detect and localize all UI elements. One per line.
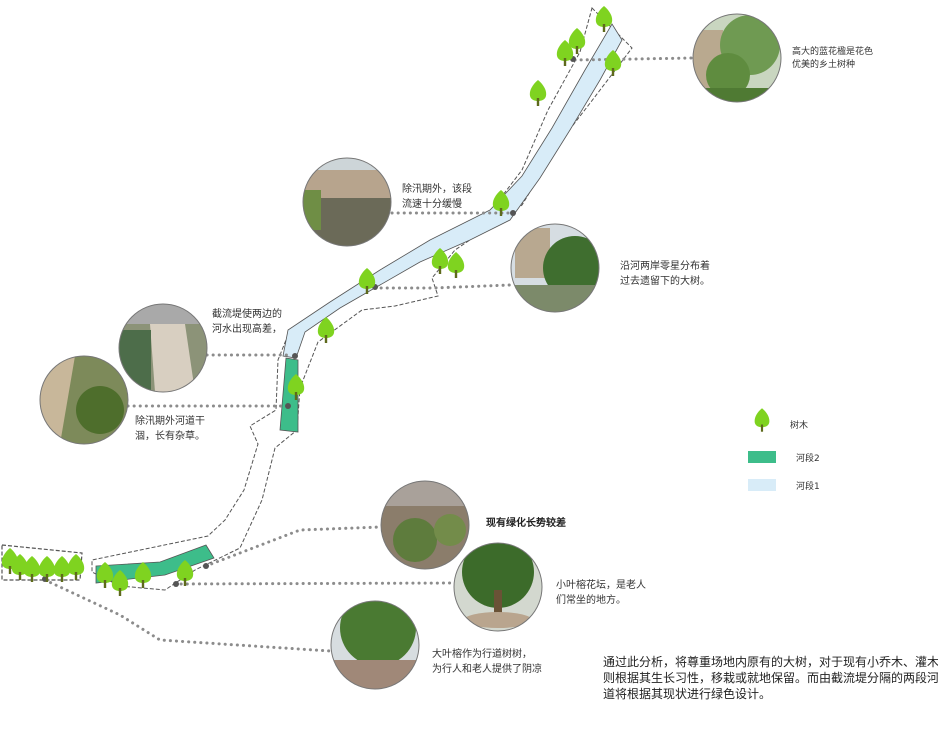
callout-slow-flow: 除汛期外，该段 流速十分缓慢 <box>402 182 552 212</box>
photo-dry-bed <box>39 355 129 445</box>
callout-street-tree-line1: 大叶榕作为行道树树， <box>432 649 532 660</box>
callout-weir-line2: 河水出现高差， <box>212 324 282 335</box>
tree-icon <box>23 556 41 582</box>
legend-section2-label: 河段2 <box>796 454 820 464</box>
legend-section1-label: 河段1 <box>796 482 820 492</box>
callout-jacaranda: 高大的蓝花楹是花色 优美的乡土树种 <box>792 46 938 72</box>
leader-dots <box>42 56 576 587</box>
callout-dry-bed-line1: 除汛期外河道干 <box>135 416 205 427</box>
callout-old-trees-line2: 过去遗留下的大树。 <box>620 276 710 287</box>
photo-old-trees <box>510 223 600 313</box>
tree-icon <box>53 556 71 582</box>
callout-jacaranda-line2: 优美的乡土树种 <box>792 60 856 70</box>
callout-banyan-bed-line2: 们常坐的地方。 <box>556 595 626 606</box>
summary-line1: 通过此分析，将尊重场地内原有的大树，对于现有小乔木、灌木 <box>603 655 938 669</box>
summary-line3: 道将根据其现状进行绿色设计。 <box>603 687 772 701</box>
legend-swatch-section2 <box>748 451 776 463</box>
leader-lines <box>43 56 695 653</box>
photo-poor-green <box>380 480 470 570</box>
callout-poor-green-line1: 现有绿化长势较差 <box>486 518 566 529</box>
callout-weir-line1: 截流堤使两边的 <box>212 309 282 320</box>
photo-weir <box>118 303 208 393</box>
callout-dry-bed-line2: 涸，长有杂草。 <box>135 431 205 442</box>
callout-old-trees-line1: 沿河两岸零星分布着 <box>620 261 710 272</box>
legend <box>748 408 776 491</box>
tree-icon <box>529 80 547 106</box>
callout-banyan-bed-line1: 小叶榕花坛，是老人 <box>556 580 646 591</box>
summary-line2: 则根据其生长习性，移栽或就地保留。而由截流堤分隔的两段河 <box>603 671 938 685</box>
callout-slow-flow-line1: 除汛期外，该段 <box>402 184 472 195</box>
callout-jacaranda-line1: 高大的蓝花楹是花色 <box>792 47 874 57</box>
callout-street-tree-line2: 为行人和老人提供了阴凉 <box>432 664 542 675</box>
callout-dry-bed: 除汛期外河道干 涸，长有杂草。 <box>135 414 285 444</box>
photo-slow-river <box>302 157 392 247</box>
callout-old-trees: 沿河两岸零星分布着 过去遗留下的大树。 <box>620 259 770 289</box>
photo-banyan-bed <box>453 542 543 632</box>
callout-banyan-bed: 小叶榕花坛，是老人 们常坐的地方。 <box>556 578 706 608</box>
tree-icon <box>38 556 56 582</box>
legend-tree-label: 树木 <box>790 421 809 431</box>
legend-swatch-section1 <box>748 479 776 491</box>
photo-jacaranda <box>692 13 782 103</box>
callout-weir: 截流堤使两边的 河水出现高差， <box>212 307 362 337</box>
callout-poor-green: 现有绿化长势较差 <box>486 516 636 531</box>
analysis-summary: 通过此分析，将尊重场地内原有的大树，对于现有小乔木、灌木 则根据其生长习性，移栽… <box>603 654 938 702</box>
photo-street-tree <box>330 600 420 690</box>
tree-icon <box>754 408 770 432</box>
callout-street-tree: 大叶榕作为行道树树， 为行人和老人提供了阴凉 <box>432 647 582 677</box>
callout-slow-flow-line2: 流速十分缓慢 <box>402 199 462 210</box>
river-section-2-lower <box>95 544 215 584</box>
river-section-1 <box>282 23 623 359</box>
